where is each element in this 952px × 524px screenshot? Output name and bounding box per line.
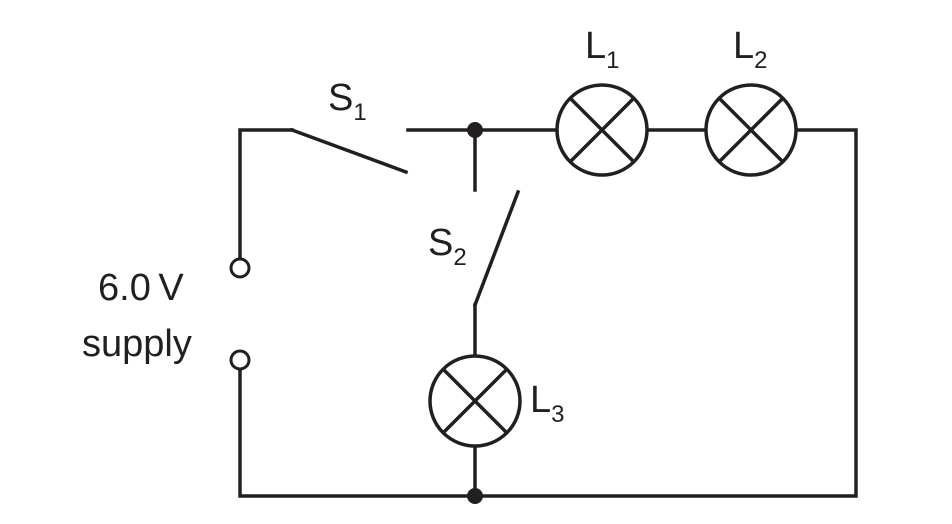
lamp-l2-symbol: [704, 83, 798, 177]
supply-word-label: supply: [82, 323, 192, 365]
lamp-l3-symbol: [428, 354, 522, 448]
label-s2: S2: [428, 222, 467, 271]
label-s1: S1: [328, 77, 367, 126]
supply-voltage-label: 6.0 V: [98, 267, 184, 309]
wire-left-top: [238, 128, 294, 264]
lamp-l1-symbol: [555, 83, 649, 177]
label-l3: L3: [530, 379, 565, 428]
switch-s1-blade: [289, 127, 409, 175]
junction-top: [467, 122, 483, 138]
wires: [238, 128, 858, 498]
label-l2: L2: [733, 25, 768, 74]
supply-terminal-bottom: [229, 349, 251, 371]
wire-right-side: [238, 128, 858, 498]
junction-bottom: [467, 488, 483, 504]
switch-s2-blade: [472, 189, 521, 308]
label-l1: L1: [585, 25, 620, 74]
supply-terminal-top: [229, 257, 251, 279]
